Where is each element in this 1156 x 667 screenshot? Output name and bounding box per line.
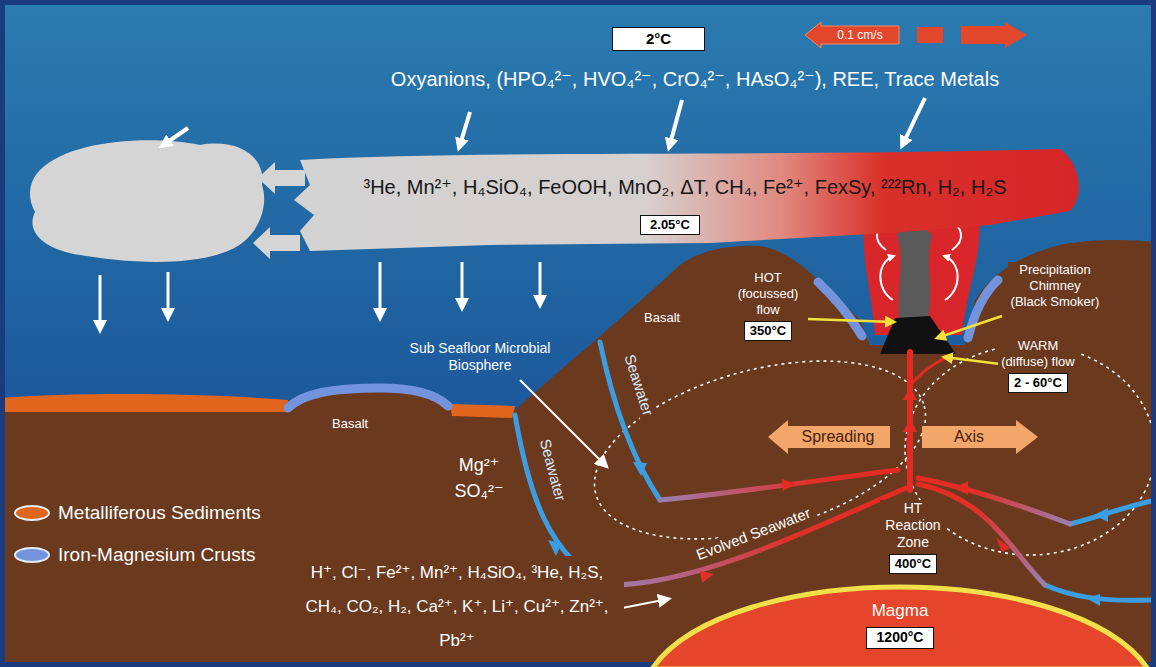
flow-direction-marks <box>548 386 1108 606</box>
input-arrows <box>162 98 925 148</box>
magma-chamber: Magma 1200°C <box>650 583 1150 667</box>
flow-type: HOT (focussed) flow <box>728 270 808 318</box>
biosphere-label: Sub Seafloor Microbial Biosphere <box>395 340 565 374</box>
hydrothermal-plume: ³He, Mn²⁺, H₄SiO₄, FeOOH, MnO₂, ΔT, CH₄,… <box>290 145 1080 255</box>
hydrothermal-plume-outline <box>290 145 1080 255</box>
temperature-value: 350°C <box>744 321 792 341</box>
magma-chamber-outline <box>650 583 1150 667</box>
zone-name: HT Reaction Zone <box>880 500 946 551</box>
spreading-arrow: Axis <box>922 420 1038 454</box>
magma-label: Magma <box>650 601 1150 621</box>
magma-shape <box>652 587 1148 667</box>
temperature-box: 2.05°C <box>640 215 700 235</box>
flow-path-label: Seawater <box>535 435 570 505</box>
arrow-block <box>917 27 943 43</box>
plume-drift-arrow <box>258 162 305 194</box>
yellow-pointers <box>808 316 1002 364</box>
temperature-value: 2 - 60°C <box>1008 373 1068 393</box>
plume-tracers: ³He, Mn²⁺, H₄SiO₄, FeOOH, MnO₂, ΔT, CH₄,… <box>302 175 1068 199</box>
axis-label: Axis <box>924 426 1014 448</box>
dispersed-plume-cloud <box>30 140 264 262</box>
temperature-value: 400°C <box>889 554 937 574</box>
arrow-shape <box>922 420 1038 454</box>
legend-swatch <box>14 505 50 521</box>
temperature-box: 1200°C <box>866 627 934 649</box>
temperature-value: 2°C <box>646 31 671 48</box>
spreading-arrow: Spreading <box>768 420 890 454</box>
flow-type: WARM (diffuse) flow <box>998 338 1078 370</box>
temperature-value: 2.05°C <box>650 218 690 232</box>
flow-label: WARM (diffuse) flow 2 - 60°C <box>998 338 1078 393</box>
rock-label: Basalt <box>330 416 370 432</box>
frame <box>3 3 1154 665</box>
arrow-shape <box>768 420 890 454</box>
rock-label: Basalt <box>642 310 682 326</box>
temperature-box: 2°C <box>612 27 705 51</box>
flow-label: HOT (focussed) flow 350°C <box>728 270 808 341</box>
ion-label: Mg²⁺ SO₄²⁻ <box>446 452 512 504</box>
legend-swatch <box>14 547 50 563</box>
legend-text: Metalliferous Sediments <box>58 502 261 524</box>
axis-label: Spreading <box>790 426 886 448</box>
metalliferous-sediment <box>450 404 515 418</box>
metalliferous-sediment <box>0 394 290 412</box>
legend-text: Iron-Magnesium Crusts <box>58 544 255 566</box>
arrow-left <box>805 22 899 48</box>
reaction-zone-label: HT Reaction Zone 400°C <box>880 500 946 574</box>
plume-drift-arrow <box>253 227 300 259</box>
leader-line <box>520 380 606 466</box>
temperature-value: 1200°C <box>877 630 924 645</box>
convection-cells <box>575 329 1155 572</box>
velocity-label: 0.1 cm/s <box>821 26 899 44</box>
current-arrow: 0.1 cm/s <box>805 22 1027 48</box>
black-smoke <box>897 227 932 328</box>
arrow-right <box>961 22 1027 48</box>
plume-shape <box>294 149 1079 251</box>
flow-path-label: Evolved Seawater <box>691 503 814 565</box>
settling-arrows <box>100 262 540 330</box>
ion-list: H⁺, Cl⁻, Fe²⁺, Mn²⁺, H₄SiO₄, ³He, H₂S, C… <box>290 556 624 658</box>
flow-path-label: Seawater <box>619 350 657 420</box>
tracer-list: Oxyanions, (HPO₄²⁻, HVO₄²⁻, CrO₄²⁻, HAsO… <box>330 66 1060 92</box>
chimney-label: Precipitation Chimney (Black Smoker) <box>1008 262 1102 310</box>
